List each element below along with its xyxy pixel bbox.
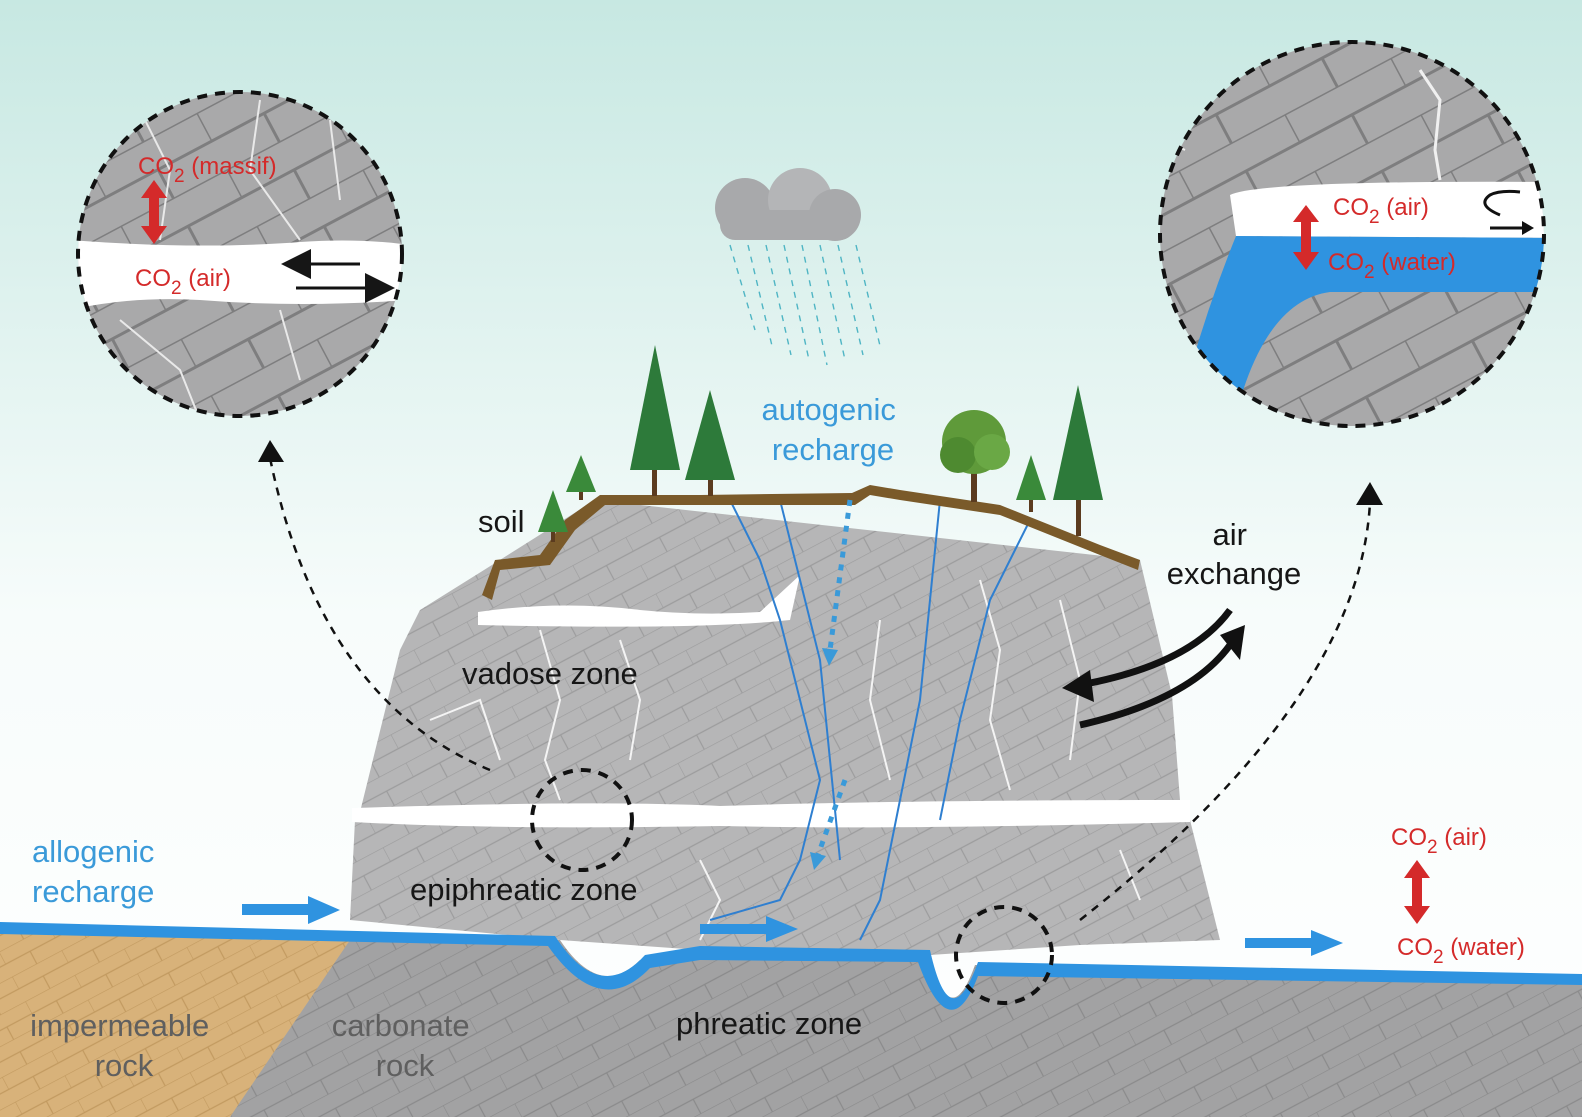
allogenic-recharge-label: allogenic recharge [32,834,163,909]
trees [538,345,1103,542]
middle-conduit [352,800,1190,828]
air-exchange-label: air exchange [1167,517,1301,591]
water-flow-arrows [242,896,1343,956]
leader-left [268,457,491,772]
focus-circle-phreatic [954,905,1054,1005]
conifer-tree-icon [630,345,680,496]
epiphreatic-zone-label: epiphreatic zone [410,872,638,907]
co2-air-label-left: CO2 (air) [135,265,231,299]
conduit-flow-arrow-icon [700,916,798,942]
autogenic-flow-arrows [815,499,853,856]
co2-air-label-right: CO2 (air) [1333,194,1429,228]
vadose-zone-label: vadose zone [462,656,638,691]
impermeable-rock [0,928,350,1117]
lower-rock-layer [350,820,1220,955]
inset-phreatic-water [1158,40,1546,428]
impermeable-rock-label: impermeable rock [30,1008,218,1083]
inset-vadose-conduit [76,90,404,418]
conifer-tree-icon [685,390,735,496]
co2-water-label-surface: CO2 (water) [1397,934,1525,968]
surface-water [0,922,1582,1010]
leader-right [1079,501,1372,921]
conifer-tree-icon [566,455,596,500]
co2-air-label-surface: CO2 (air) [1391,824,1487,858]
allogenic-arrow-icon [242,896,340,924]
upper-conduit [478,575,800,627]
focus-circle-epiphreatic [530,768,634,872]
rain-cloud-icon [715,168,882,366]
phreatic-zone-label: phreatic zone [676,1006,862,1041]
air-exchange-arrow-icon [1062,607,1245,729]
conifer-tree-icon [1053,385,1103,536]
deciduous-tree-icon [940,410,1010,502]
co2-massif-label: CO2 (massif) [138,153,277,187]
conifer-tree-icon [538,490,568,542]
carbonate-rock-ground [0,935,1582,1117]
upper-rock-layer [360,500,1180,812]
outflow-arrow-icon [1245,930,1343,956]
carbonate-rock-label: carbonate rock [332,1008,479,1083]
vadose-water-paths [709,499,1031,941]
surface-exchange-arrow-icon [1404,860,1430,924]
conifer-tree-icon [1016,455,1046,512]
co2-water-label-right: CO2 (water) [1328,249,1456,283]
autogenic-recharge-label: autogenic recharge [761,392,904,467]
soil-label: soil [478,504,525,539]
